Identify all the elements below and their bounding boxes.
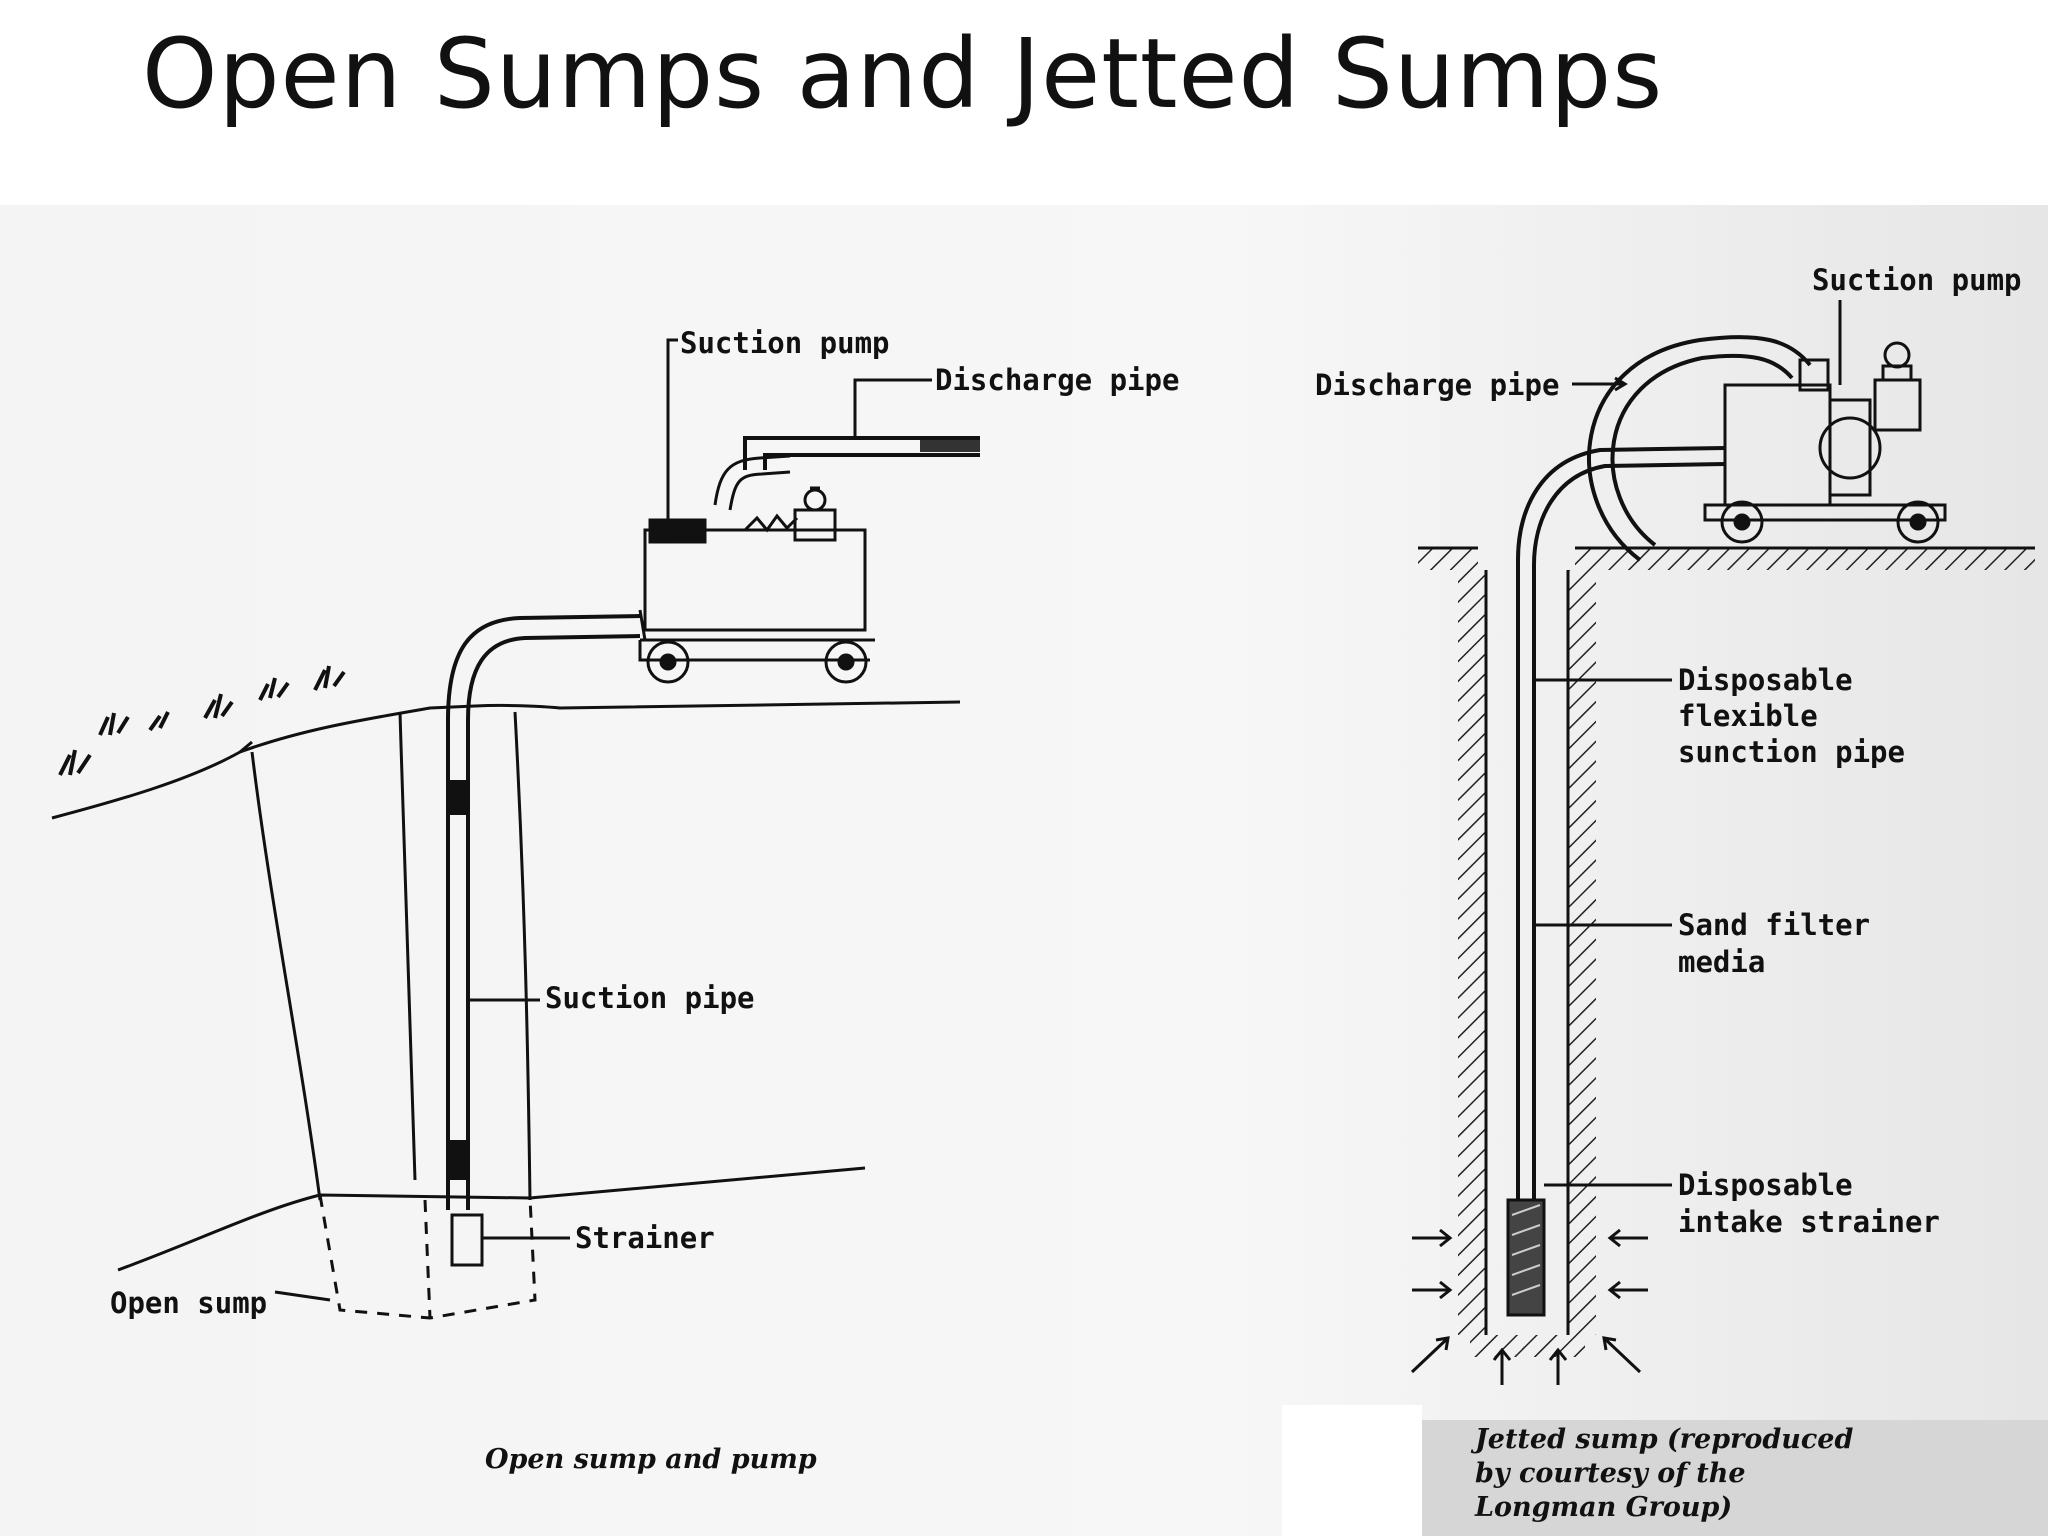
diagram-svg: Suction pump Discharge pipe Suction pipe… <box>0 205 2048 1536</box>
trolley-right <box>1703 503 1947 522</box>
label-open-sump: Open sump <box>110 1286 267 1320</box>
label-flexible-pipe-3: sunction pipe <box>1678 735 1905 769</box>
wheel-right-2 <box>1896 500 1940 544</box>
wheel-right-1 <box>1720 500 1764 544</box>
label-sand-filter-1: Sand filter <box>1678 908 1870 942</box>
strainer <box>450 1213 484 1267</box>
vegetation-icon <box>58 665 346 776</box>
label-suction-pump-left: Suction pump <box>680 326 890 360</box>
label-discharge-pipe-right: Discharge pipe <box>1315 368 1559 402</box>
label-discharge-pipe-left: Discharge pipe <box>935 363 1179 397</box>
suction-pump-left <box>638 454 867 641</box>
jetted-sump-diagram <box>1410 300 2035 1385</box>
label-strainer: Strainer <box>575 1221 715 1255</box>
scan-white-patch <box>1282 1405 1422 1536</box>
discharge-hose-loop <box>1587 335 1812 562</box>
wheel-left-2 <box>824 640 868 684</box>
label-flexible-pipe-2: flexible <box>1678 699 1818 733</box>
label-suction-pump-right: Suction pump <box>1812 263 2022 297</box>
suction-pump-right <box>1723 341 1922 507</box>
open-sump-diagram <box>51 338 980 1320</box>
label-flexible-pipe-1: Disposable <box>1678 663 1853 697</box>
suction-pipe <box>446 614 641 1210</box>
figure-scan: Suction pump Discharge pipe Suction pipe… <box>0 205 2048 1536</box>
caption-jetted-sump-2: by courtesy of the <box>1475 1458 1746 1489</box>
ground-hatch-left <box>1418 548 1478 570</box>
trolley-left <box>638 638 875 662</box>
intake-strainer <box>1506 1198 1546 1317</box>
caption-jetted-sump-3: Longman Group) <box>1474 1492 1732 1523</box>
water-table-line <box>117 1166 866 1272</box>
scan-background <box>0 205 2048 1536</box>
borehole-wall-right <box>1568 570 1596 1335</box>
slide-title: Open Sumps and Jetted Sumps <box>142 18 1664 130</box>
label-intake-strainer-1: Disposable <box>1678 1168 1853 1202</box>
ground-hatch-right <box>1575 548 2035 570</box>
wheel-left-1 <box>646 640 690 684</box>
flow-arrows <box>1410 1228 1648 1385</box>
caption-open-sump: Open sump and pump <box>485 1444 817 1475</box>
label-sand-filter-2: media <box>1678 945 1765 979</box>
ground-line-left <box>51 700 961 820</box>
pit-wall-left <box>250 751 322 1201</box>
label-suction-pipe: Suction pipe <box>545 981 755 1015</box>
discharge-pipe-left <box>743 436 980 470</box>
borehole-wall-left <box>1458 570 1486 1335</box>
caption-jetted-sump-1: Jetted sump (reproduced <box>1470 1424 1853 1455</box>
open-sump-outline <box>318 1194 537 1320</box>
label-intake-strainer-2: intake strainer <box>1678 1205 1940 1239</box>
